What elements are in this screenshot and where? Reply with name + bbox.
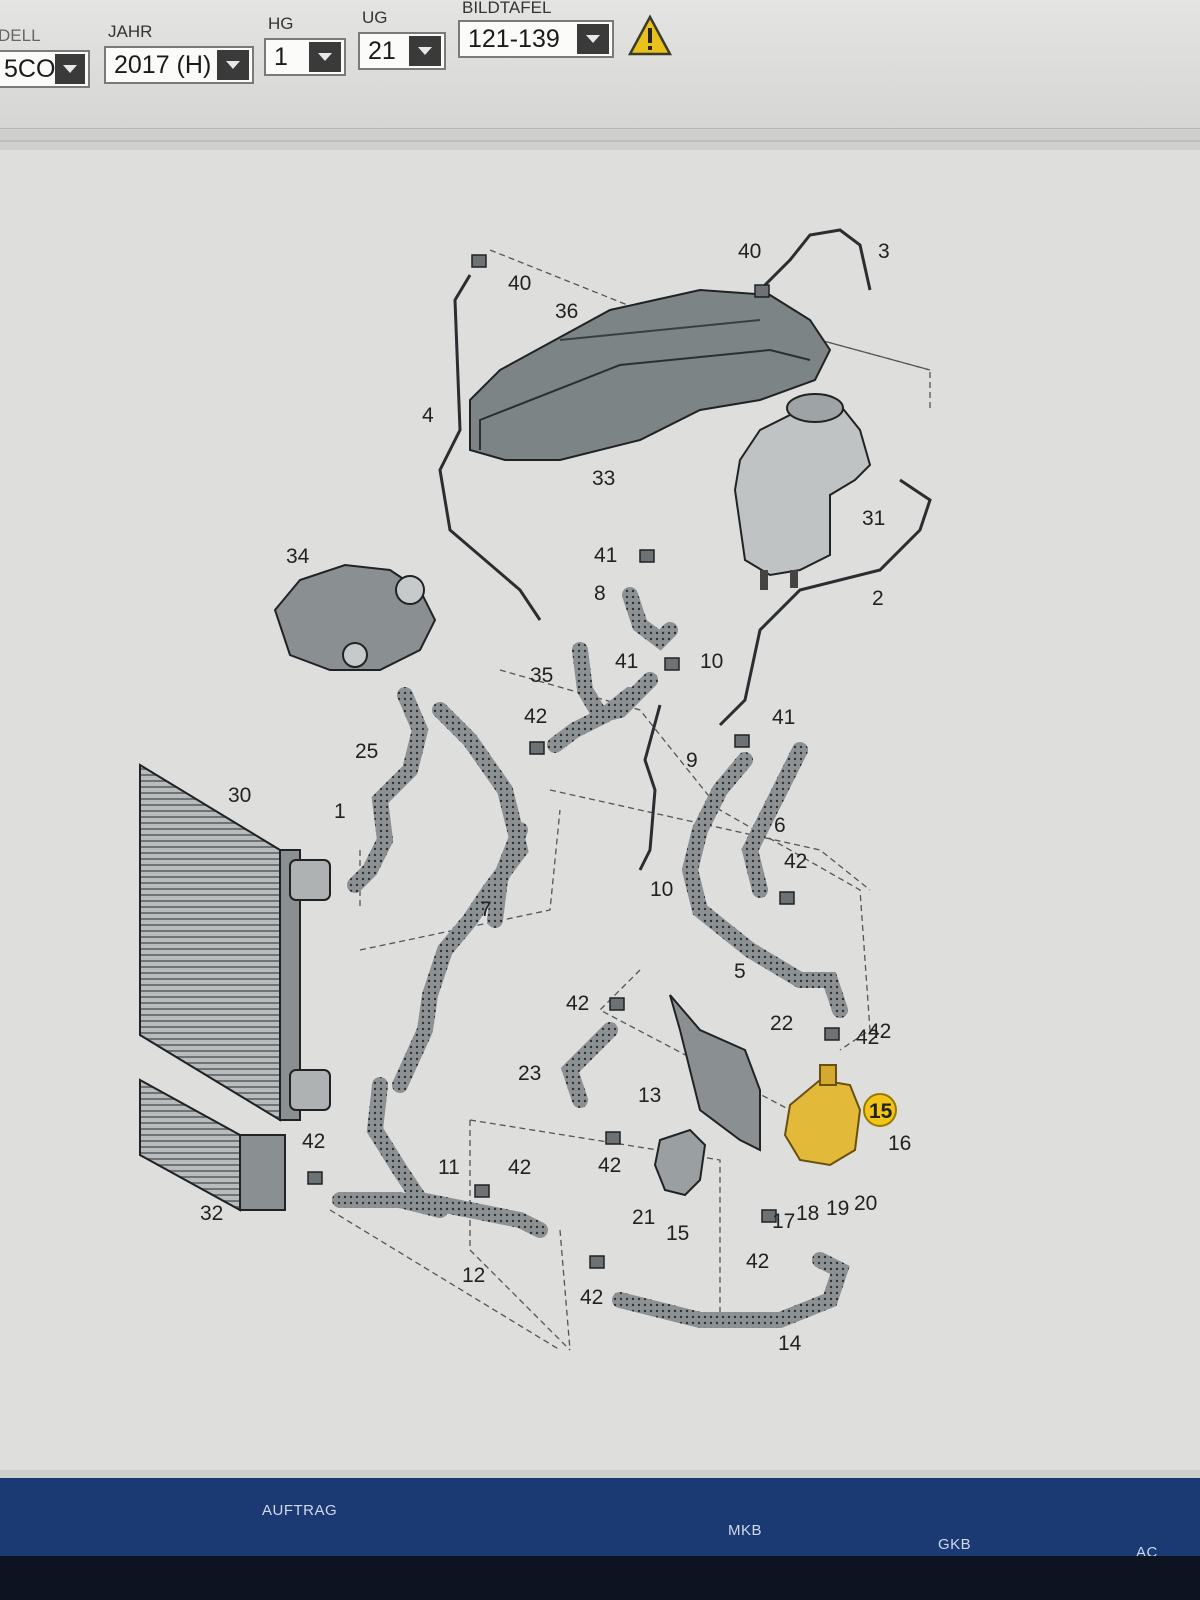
bracket-part — [669, 994, 761, 1152]
thermostat-housing-part — [273, 563, 437, 671]
part-label: 14 — [778, 1332, 802, 1355]
ug-label: UG — [362, 8, 388, 27]
part-label: 42 — [868, 1020, 891, 1043]
chevron-down-icon[interactable] — [577, 24, 609, 54]
part-label: 42 — [784, 850, 807, 873]
part-label: 30 — [228, 784, 251, 807]
part-label: 1 — [334, 800, 346, 823]
part-label: 41 — [615, 650, 638, 673]
part-label: 2 — [872, 587, 884, 610]
part-label: 11 — [438, 1156, 460, 1179]
intake-housing-part — [469, 288, 832, 461]
part-label: 5 — [734, 960, 746, 983]
part-label: 42 — [746, 1250, 769, 1273]
tab-auftrag[interactable]: AUFTRAG — [262, 1502, 338, 1519]
part-label: 10 — [700, 650, 723, 673]
bildtafel-label: BILDTAFEL — [462, 0, 552, 17]
modell-dropdown[interactable]: 5CO — [0, 50, 90, 88]
coolant-pump-highlighted-part[interactable] — [783, 1064, 862, 1167]
part-label: 40 — [738, 240, 761, 263]
part-label: 36 — [555, 300, 578, 323]
part-label: 12 — [462, 1264, 485, 1287]
part-label: 42 — [580, 1286, 603, 1309]
part-label: 18 — [796, 1202, 819, 1225]
hose-clamps — [307, 254, 840, 1269]
part-label: 42 — [302, 1130, 325, 1153]
part-label: 17 — [772, 1210, 795, 1233]
part-label: 13 — [638, 1084, 661, 1107]
modell-label: DELL — [0, 26, 41, 45]
part-label: 15 — [869, 1100, 893, 1123]
part-label: 9 — [686, 749, 698, 772]
part-label: 32 — [200, 1202, 223, 1225]
part-number-labels: 36 40 40 3 4 33 31 34 41 8 2 35 41 10 42… — [200, 240, 911, 1355]
tab-gkb[interactable]: GKB — [938, 1536, 972, 1553]
ug-dropdown[interactable]: 21 — [358, 32, 446, 70]
toolbar-separator — [0, 140, 1200, 142]
bildtafel-dropdown[interactable]: 121-139 — [458, 20, 614, 58]
part-label: 8 — [594, 582, 606, 605]
jahr-dropdown[interactable]: 2017 (H) — [104, 46, 254, 84]
part-label: 25 — [355, 740, 378, 763]
part-label: 23 — [518, 1062, 541, 1085]
selector-toolbar: DELL 5CO JAHR 2017 (H) HG 1 UG 21 BILDTA… — [0, 0, 1200, 129]
chevron-down-icon[interactable] — [217, 50, 249, 80]
jahr-label: JAHR — [108, 22, 153, 41]
part-label: 31 — [862, 507, 885, 530]
chevron-down-icon[interactable] — [55, 54, 85, 84]
parts-diagram: 36 40 40 3 4 33 31 34 41 8 2 35 41 10 42… — [0, 150, 1200, 1470]
warning-triangle-icon[interactable] — [628, 14, 672, 58]
part-label: 4 — [422, 404, 434, 427]
part-label: 20 — [854, 1192, 877, 1215]
bottom-navigation-bar: AUFTRAG MKB GKB AC — [0, 1478, 1200, 1600]
part-label: 33 — [592, 467, 615, 490]
chevron-down-icon[interactable] — [309, 42, 341, 72]
part-label: 42 — [856, 1026, 879, 1049]
chevron-down-icon[interactable] — [409, 36, 441, 66]
part-label: 16 — [888, 1132, 911, 1155]
part-label: 42 — [508, 1156, 531, 1179]
part-label: 15 — [666, 1222, 689, 1245]
part-label: 42 — [566, 992, 589, 1015]
part-label: 19 — [826, 1197, 849, 1220]
part-label: 34 — [286, 545, 310, 568]
expansion-tank-part — [733, 393, 872, 590]
coolant-hoses — [332, 587, 850, 1328]
part-label: 41 — [772, 706, 795, 729]
highlighted-part-15-badge[interactable]: 15 — [863, 1093, 897, 1127]
part-label: 41 — [594, 544, 617, 567]
coolant-lines — [438, 228, 932, 871]
part-label: 3 — [878, 240, 890, 263]
part-label: 35 — [530, 664, 553, 687]
part-label: 10 — [650, 878, 673, 901]
auxiliary-radiator-part — [139, 1078, 286, 1212]
modell-value: 5CO — [4, 54, 56, 83]
part-label: 40 — [508, 272, 531, 295]
part-label: 21 — [632, 1206, 655, 1229]
cooling-system-exploded-view: 36 40 40 3 4 33 31 34 41 8 2 35 41 10 42… — [139, 228, 932, 1355]
radiator-part — [139, 763, 331, 1122]
hg-dropdown[interactable]: 1 — [264, 38, 346, 76]
part-label: 6 — [774, 814, 786, 837]
part-label: 7 — [480, 898, 492, 921]
part-label: 22 — [770, 1012, 793, 1035]
tab-mkb[interactable]: MKB — [728, 1522, 763, 1539]
valve-part — [653, 1128, 707, 1197]
part-label: 42 — [598, 1154, 621, 1177]
part-label: 42 — [524, 705, 547, 728]
bildtafel-value: 121-139 — [468, 24, 560, 53]
ug-value: 21 — [368, 36, 396, 65]
hg-value: 1 — [274, 42, 288, 71]
jahr-value: 2017 (H) — [114, 50, 212, 79]
taskbar-strip — [0, 1556, 1200, 1600]
hg-label: HG — [268, 14, 294, 33]
